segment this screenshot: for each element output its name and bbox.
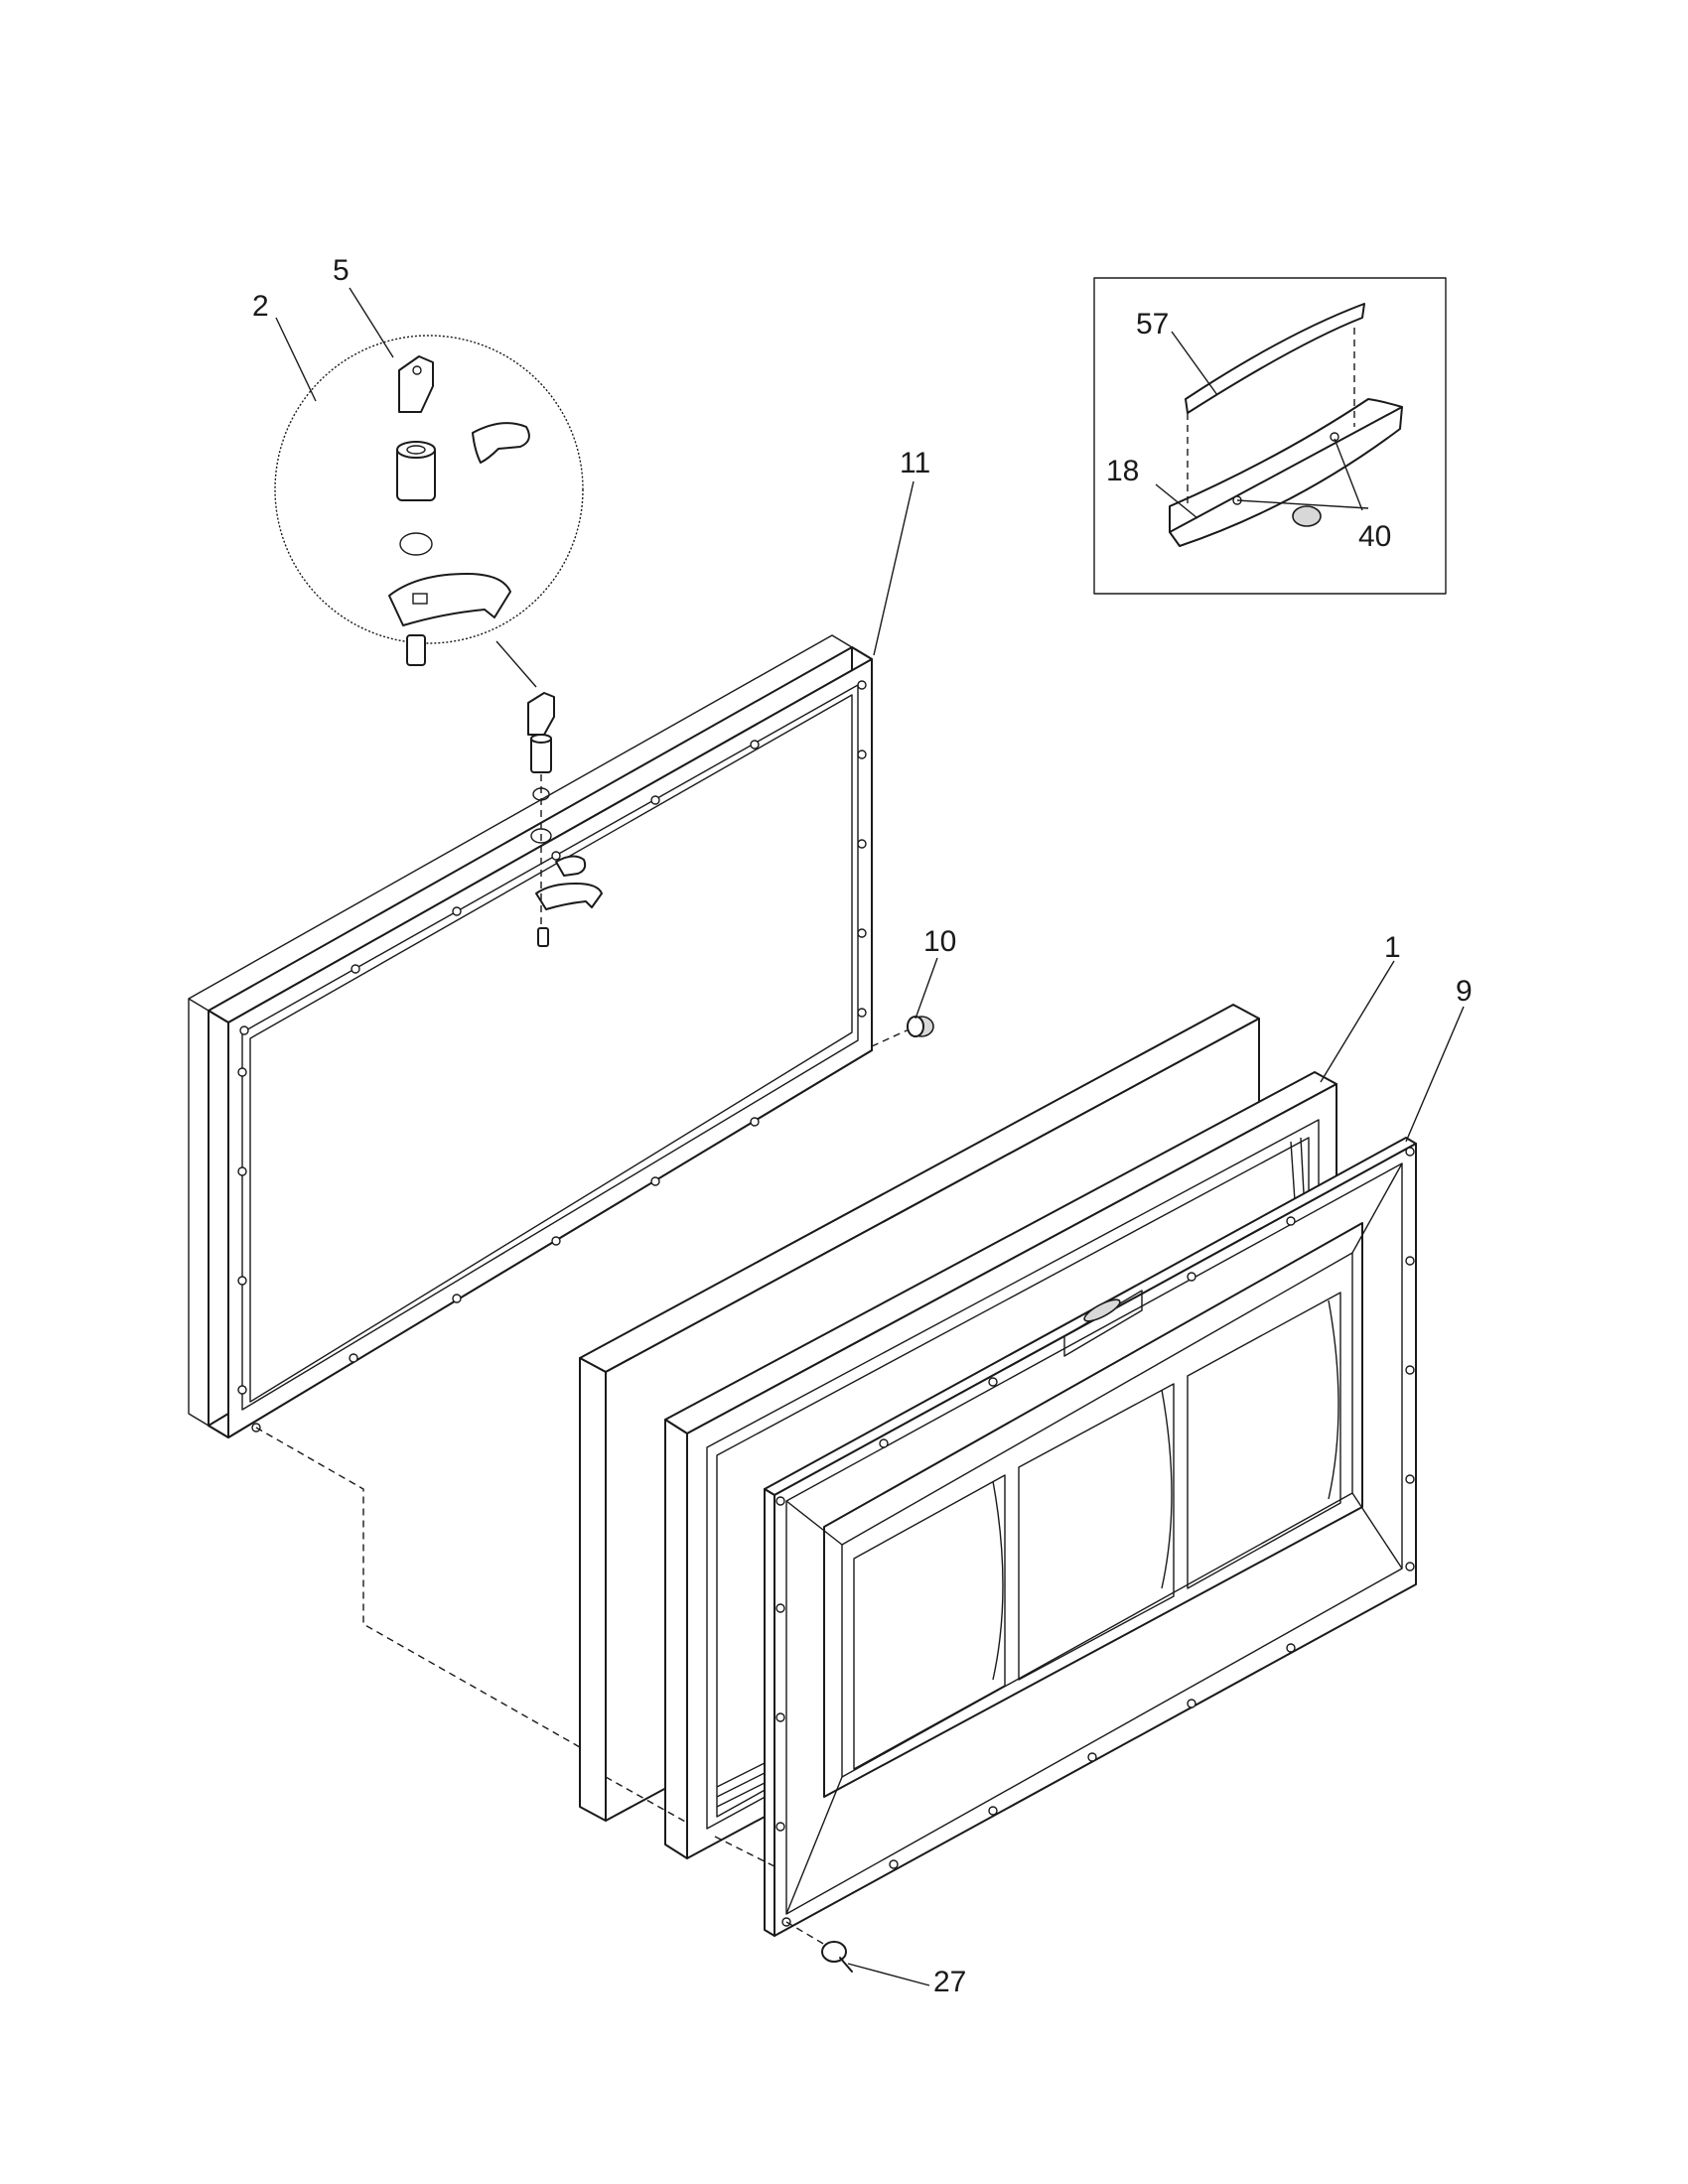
part-27-screw xyxy=(821,1941,853,1973)
callout-9: 9 xyxy=(1456,975,1473,1008)
callout-labels: 5 2 11 10 1 9 27 57 18 40 xyxy=(252,254,1473,1998)
callout-5: 5 xyxy=(333,254,350,287)
part-9-door-panel xyxy=(764,1137,1417,1937)
handle-inset-box xyxy=(1093,277,1447,595)
panel-holes xyxy=(775,1147,1415,1927)
leader-lines xyxy=(275,287,1465,1986)
callout-11: 11 xyxy=(900,447,930,479)
callout-27: 27 xyxy=(933,1966,966,1998)
callout-2: 2 xyxy=(252,290,269,323)
callout-1: 1 xyxy=(1384,931,1401,964)
lock-assembly xyxy=(527,692,603,947)
callout-57: 57 xyxy=(1136,308,1169,341)
part-11-gasket-frame xyxy=(188,634,873,1438)
callout-10: 10 xyxy=(923,925,956,958)
callout-18: 18 xyxy=(1106,455,1139,487)
frame-holes xyxy=(237,680,867,1433)
part-10-bumper xyxy=(907,1016,934,1037)
lock-detail-circle xyxy=(274,335,584,688)
callout-40: 40 xyxy=(1358,520,1391,553)
